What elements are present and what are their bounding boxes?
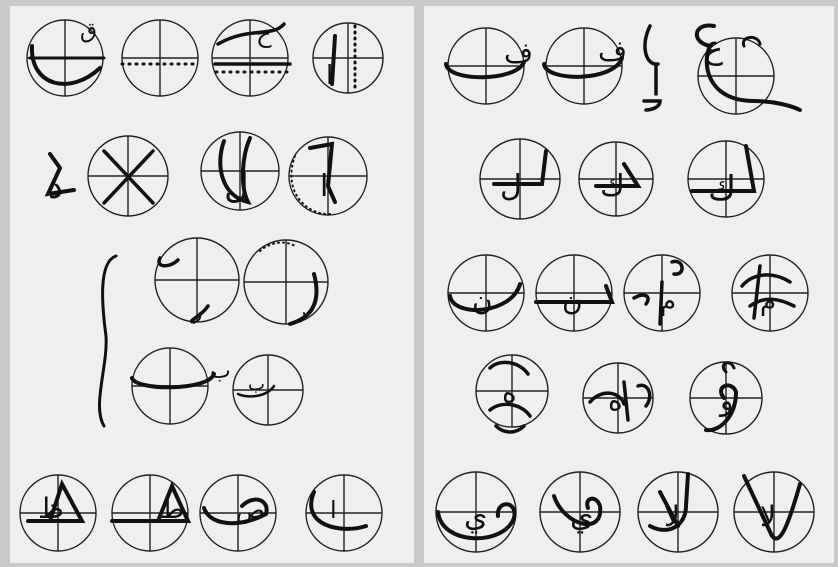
glyph: ق [80,19,97,44]
stroke-bracket [99,256,116,426]
guide-circle [313,23,383,93]
glyph: لا [760,500,776,533]
guide-circle [122,20,198,96]
stroke-waw-top [723,363,734,372]
glyph: ع [704,28,723,66]
glyph: ظ [38,492,64,525]
right-page: ف ف ع ل ك ك ن ن م م ه ه و ي ي لا لا [424,6,834,563]
glyph: م [660,287,676,317]
glyph: ف [598,34,627,67]
glyph: ب [210,359,231,384]
guide-circle [306,475,382,551]
glyph: ه [608,384,623,417]
left-page: ق ح ا د ل ا ر ر ب ب ظ ط ص ا [10,6,414,563]
glyph: م [760,287,776,317]
glyph: ك [708,169,736,209]
glyph: ا [330,496,337,524]
glyph: ا [326,61,333,91]
stroke-ayn-column [644,26,660,110]
glyph: ي [464,499,487,534]
stroke-bowl [311,492,366,529]
glyph: ط [160,495,184,525]
right-page-drawing: ف ف ع ل ك ك ن ن م م ه ه و ي ي لا لا [424,6,834,563]
glyph: ر [295,299,307,324]
glyph: ر [191,299,203,324]
glyph: ح [256,20,272,48]
glyph: ف [504,36,533,69]
glyph: ك [600,169,625,204]
glyph: ي [570,499,593,534]
glyph: د [48,167,63,207]
glyph: ه [502,376,517,409]
guide-circle [212,20,288,96]
stroke-dotted-arc [260,243,295,251]
guide-circle [233,355,303,425]
stroke-qaf-bowl [32,46,100,84]
glyph: ص [236,496,265,524]
glyph: ا [320,169,328,204]
left-page-drawing: ق ح ا د ل ا ر ر ب ب ظ ط ص ا [10,6,414,563]
glyph: ب [248,374,265,395]
glyph: ن [472,284,493,317]
glyph: ل [500,169,522,204]
glyph: ن [562,284,583,317]
glyph: لا [664,500,680,533]
glyph: و [718,384,734,417]
glyph: ل [224,167,249,207]
